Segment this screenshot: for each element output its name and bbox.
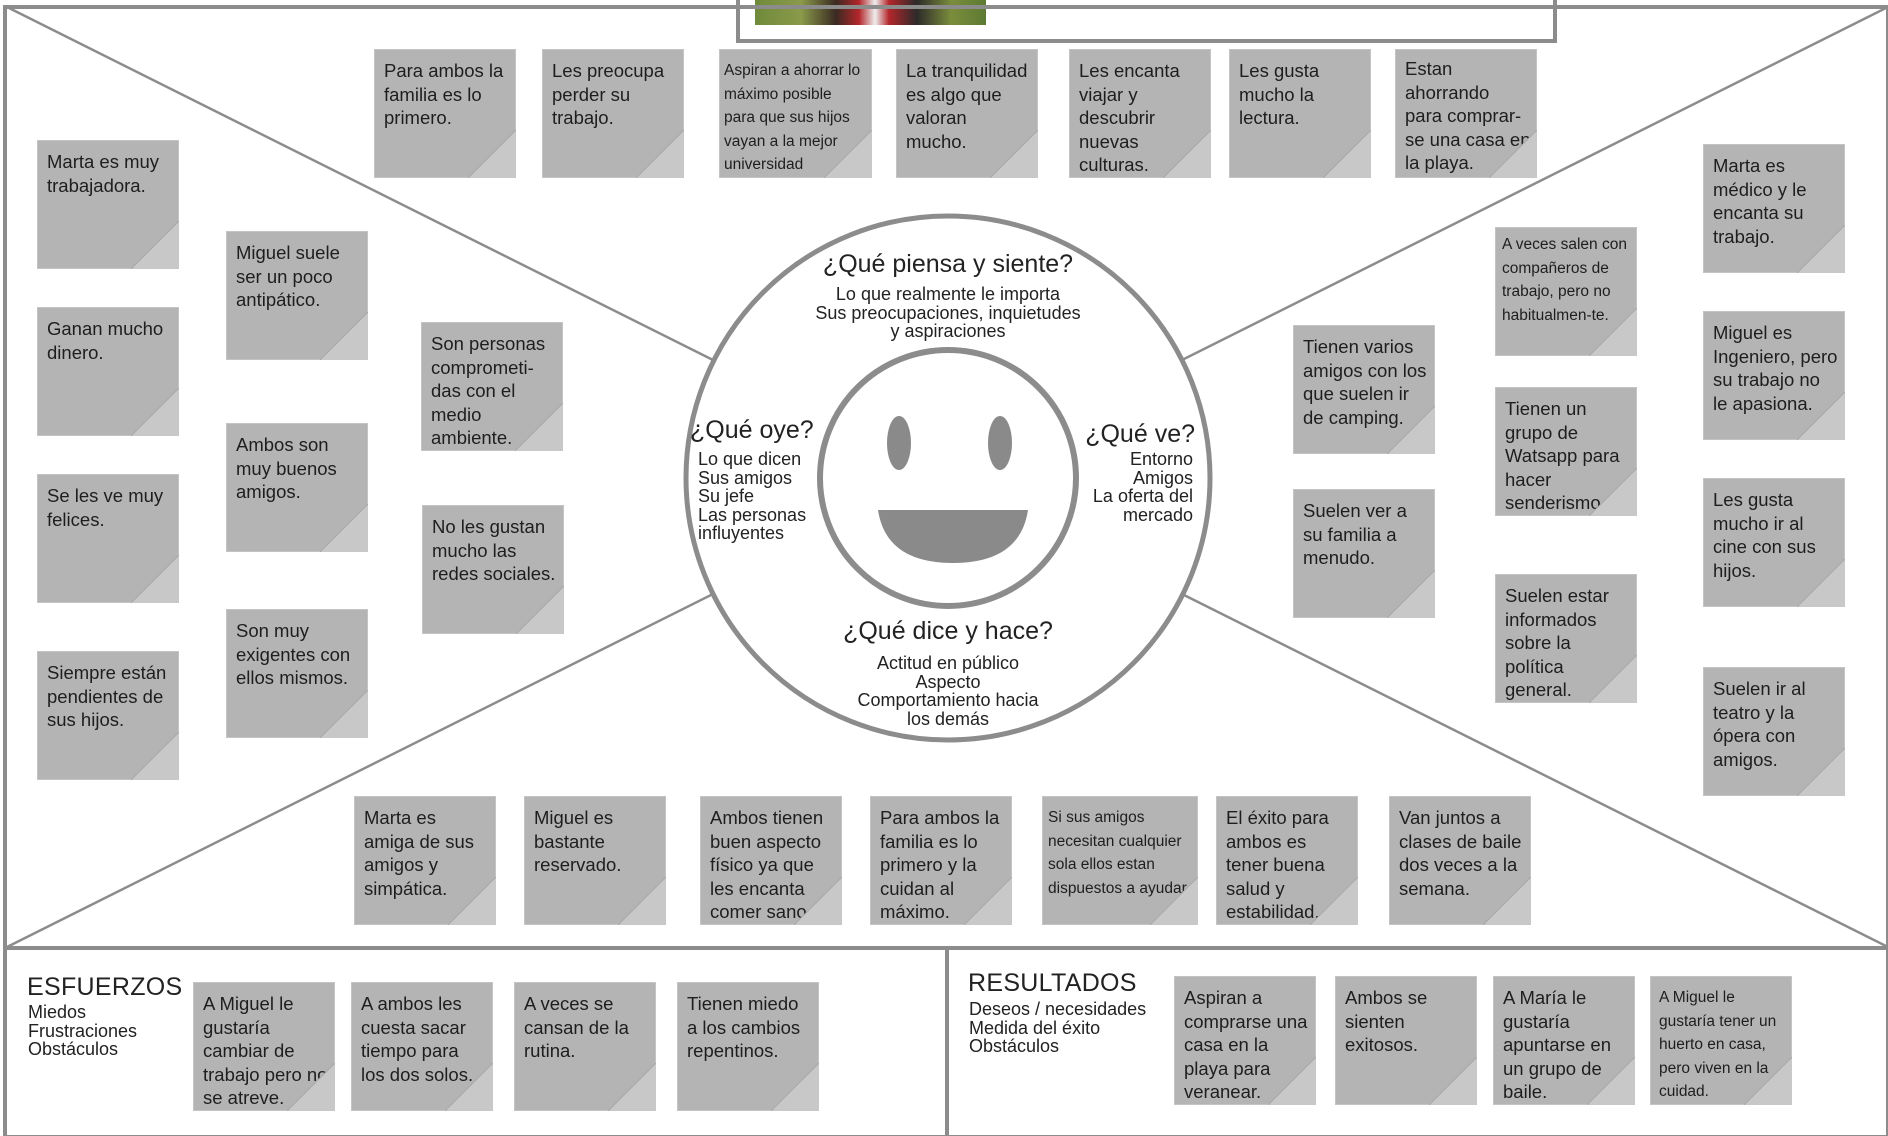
- persona-photo: [755, 0, 986, 25]
- sticky-note[interactable]: Para ambos la familia es lo primero.: [374, 49, 516, 178]
- sticky-note[interactable]: Les preocupa perder su trabajo.: [542, 49, 684, 178]
- sticky-note[interactable]: Son muy exigentes con ellos mismos.: [226, 609, 368, 738]
- note-fold-corner: [1149, 876, 1198, 925]
- sticky-note[interactable]: Miguel es bastante reservado.: [524, 796, 666, 925]
- note-fold-corner: [823, 129, 872, 178]
- sticky-note[interactable]: A Miguel le gustaría cambiar de trabajo …: [193, 982, 335, 1111]
- note-fold-corner: [444, 1062, 493, 1111]
- results-subtitle: Deseos / necesidades Medida del éxito Ob…: [969, 999, 1147, 1056]
- says-does-subtitle: Actitud en público Aspecto Comportamient…: [857, 653, 1039, 729]
- note-fold-corner: [1309, 876, 1358, 925]
- note-fold-corner: [130, 554, 179, 603]
- sticky-note[interactable]: Ambos se sienten exitosos.: [1335, 976, 1477, 1105]
- sticky-note[interactable]: A Miguel le gustaría tener un huerto en …: [1650, 976, 1792, 1105]
- smiley-face-icon: [817, 347, 1079, 609]
- sticky-note[interactable]: Ganan mucho dinero.: [37, 307, 179, 436]
- note-fold-corner: [635, 129, 684, 178]
- sees-title: ¿Qué ve?: [1085, 420, 1195, 448]
- sticky-note[interactable]: Ambos tienen buen aspecto físico ya que …: [700, 796, 842, 925]
- note-fold-corner: [607, 1062, 656, 1111]
- sticky-note[interactable]: Marta es muy trabajadora.: [37, 140, 179, 269]
- note-fold-corner: [1322, 129, 1371, 178]
- note-fold-corner: [319, 311, 368, 360]
- sticky-note[interactable]: Van juntos a clases de baile dos veces a…: [1389, 796, 1531, 925]
- note-fold-corner: [447, 876, 496, 925]
- thinks-feels-subtitle: Lo que realmente le importa Sus preocupa…: [815, 284, 1081, 341]
- note-fold-corner: [1796, 747, 1845, 796]
- efforts-subtitle: Miedos Frustraciones Obstáculos: [28, 1002, 138, 1059]
- note-fold-corner: [1386, 569, 1435, 618]
- sticky-note[interactable]: Miguel es Ingeniero, pero su trabajo no …: [1703, 311, 1845, 440]
- note-fold-corner: [1588, 654, 1637, 703]
- note-fold-corner: [1796, 224, 1845, 273]
- sticky-note[interactable]: Les gusta mucho ir al cine con sus hijos…: [1703, 478, 1845, 607]
- sticky-note[interactable]: Suelen ir al teatro y la ópera con amigo…: [1703, 667, 1845, 796]
- sticky-note[interactable]: Les gusta mucho la lectura.: [1229, 49, 1371, 178]
- sees-subtitle: Entorno Amigos La oferta del mercado: [1092, 449, 1193, 525]
- thinks-feels-title: ¿Qué piensa y siente?: [822, 250, 1074, 278]
- says-does-title: ¿Qué dice y hace?: [843, 617, 1053, 645]
- sticky-note[interactable]: No les gustan mucho las redes sociales.: [422, 505, 564, 634]
- note-fold-corner: [467, 129, 516, 178]
- note-fold-corner: [514, 402, 563, 451]
- sticky-note[interactable]: Les encanta viajar y descubrir nuevas cu…: [1069, 49, 1211, 178]
- sticky-note[interactable]: Marta es amiga de sus amigos y simpática…: [354, 796, 496, 925]
- sticky-note[interactable]: Tienen miedo a los cambios repentinos.: [677, 982, 819, 1111]
- sticky-note[interactable]: A ambos les cuesta sacar tiempo para los…: [351, 982, 493, 1111]
- note-fold-corner: [793, 876, 842, 925]
- sticky-note[interactable]: Suelen estar informados sobre la polític…: [1495, 574, 1637, 703]
- results-title: RESULTADOS: [968, 969, 1137, 997]
- note-fold-corner: [130, 731, 179, 780]
- note-fold-corner: [515, 585, 564, 634]
- sticky-note[interactable]: A veces se cansan de la rutina.: [514, 982, 656, 1111]
- note-fold-corner: [1162, 129, 1211, 178]
- hears-subtitle: Lo que dicen Sus amigos Su jefe Las pers…: [698, 449, 807, 543]
- note-fold-corner: [286, 1062, 335, 1111]
- note-fold-corner: [319, 689, 368, 738]
- sticky-note[interactable]: Marta es médico y le encanta su trabajo.: [1703, 144, 1845, 273]
- sticky-note[interactable]: Siempre están pendientes de sus hijos.: [37, 651, 179, 780]
- sticky-note[interactable]: Ambos son muy buenos amigos.: [226, 423, 368, 552]
- note-fold-corner: [989, 129, 1038, 178]
- note-fold-corner: [770, 1062, 819, 1111]
- sticky-note[interactable]: Si sus amigos necesitan cualquier sola e…: [1042, 796, 1198, 925]
- sticky-note[interactable]: A María le gustaría apuntarse en un grup…: [1493, 976, 1635, 1105]
- note-fold-corner: [963, 876, 1012, 925]
- note-fold-corner: [1386, 405, 1435, 454]
- sticky-note[interactable]: Miguel suele ser un poco antipático.: [226, 231, 368, 360]
- sticky-note[interactable]: Tienen varios amigos con los que suelen …: [1293, 325, 1435, 454]
- note-fold-corner: [1488, 129, 1537, 178]
- sticky-note[interactable]: Aspiran a ahorrar lo máximo posible para…: [719, 49, 872, 178]
- note-fold-corner: [319, 503, 368, 552]
- note-fold-corner: [1267, 1056, 1316, 1105]
- sticky-note[interactable]: La tranquilidad es algo que valoran much…: [896, 49, 1038, 178]
- sticky-note[interactable]: Tienen un grupo de Watsapp para hacer se…: [1495, 387, 1637, 516]
- note-fold-corner: [130, 220, 179, 269]
- hears-title: ¿Qué oye?: [690, 416, 814, 444]
- sticky-note[interactable]: El éxito para ambos es tener buena salud…: [1216, 796, 1358, 925]
- sticky-note[interactable]: A veces salen con compañeros de trabajo,…: [1495, 227, 1637, 356]
- sticky-note[interactable]: Son personas comprometi-das con el medio…: [421, 322, 563, 451]
- efforts-title: ESFUERZOS: [27, 973, 183, 1001]
- sticky-note[interactable]: Aspiran a comprarse una casa en la playa…: [1174, 976, 1316, 1105]
- note-fold-corner: [1482, 876, 1531, 925]
- note-fold-corner: [1743, 1056, 1792, 1105]
- sticky-note[interactable]: Para ambos la familia es lo primero y la…: [870, 796, 1012, 925]
- note-fold-corner: [130, 387, 179, 436]
- note-fold-corner: [1796, 558, 1845, 607]
- note-fold-corner: [1796, 391, 1845, 440]
- note-fold-corner: [1586, 1056, 1635, 1105]
- sticky-note[interactable]: Se les ve muy felices.: [37, 474, 179, 603]
- note-fold-corner: [617, 876, 666, 925]
- note-fold-corner: [1588, 467, 1637, 516]
- note-fold-corner: [1428, 1056, 1477, 1105]
- sticky-note[interactable]: Estan ahorrando para comprar-se una casa…: [1395, 49, 1537, 178]
- sticky-note[interactable]: Suelen ver a su familia a menudo.: [1293, 489, 1435, 618]
- note-fold-corner: [1588, 307, 1637, 356]
